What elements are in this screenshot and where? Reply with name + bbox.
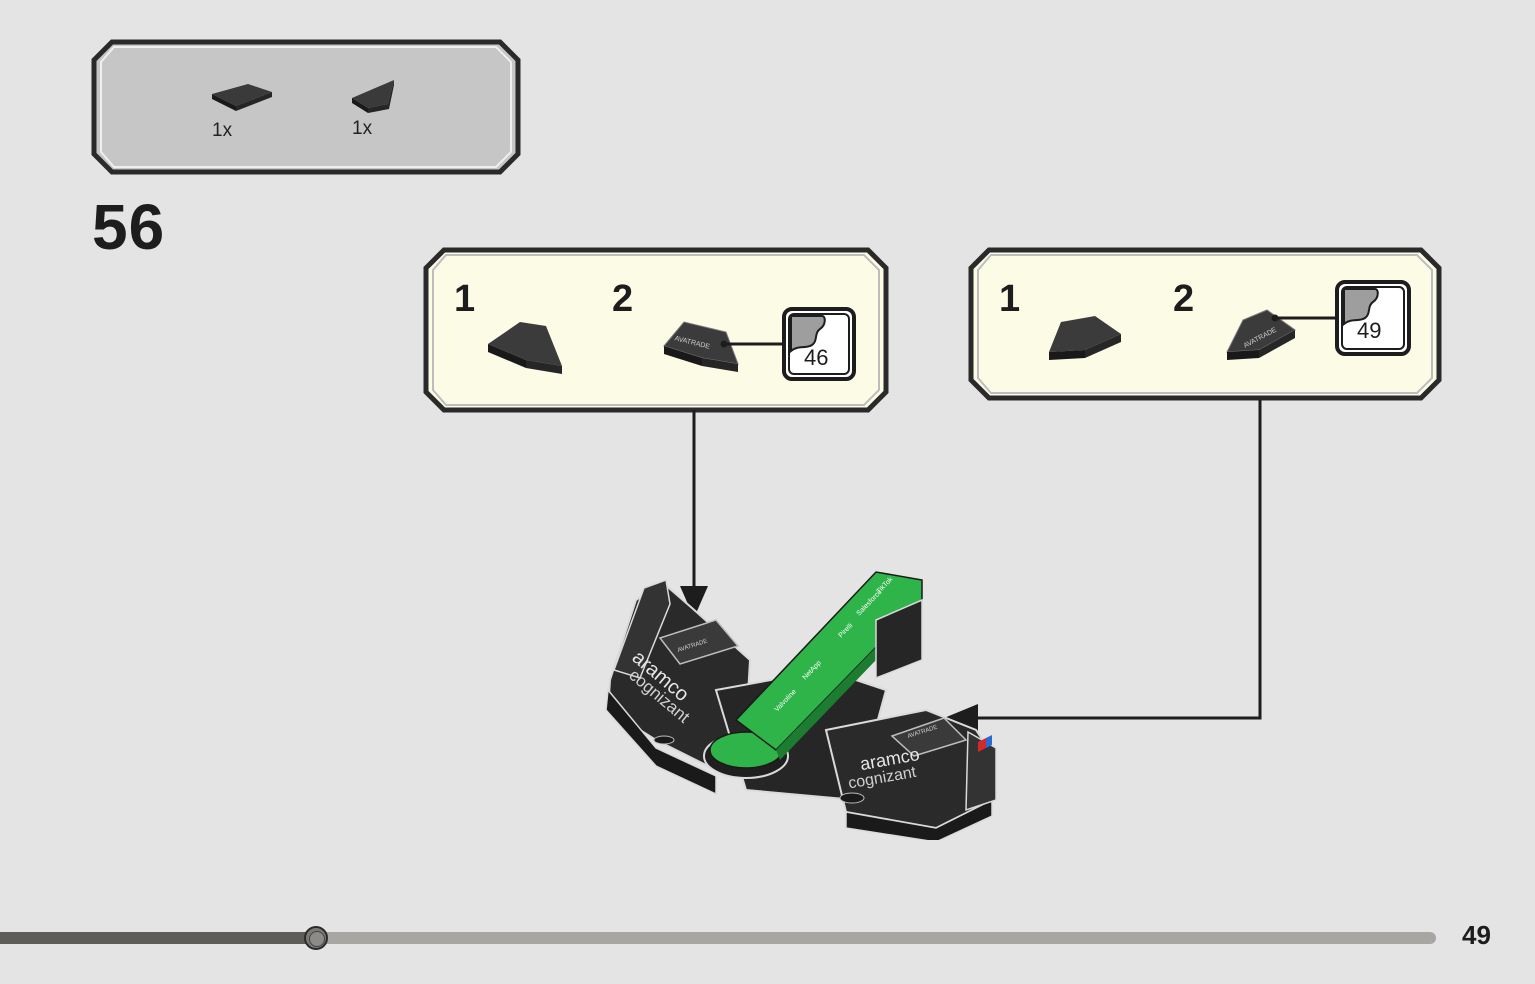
sticker-peel-icon bbox=[1343, 288, 1379, 327]
parts-list-panel: 1x 1x bbox=[90, 38, 522, 176]
sub-step-label: 2 bbox=[1173, 278, 1195, 320]
sub-step-label: 1 bbox=[999, 278, 1021, 320]
sticker-peel-icon bbox=[790, 315, 826, 354]
progress-fill bbox=[0, 932, 316, 944]
sub-step-label: 2 bbox=[612, 278, 634, 320]
stickered-tile-icon: AVATRADE bbox=[663, 321, 739, 372]
wedge-tile-icon bbox=[1049, 316, 1121, 360]
sub-step-label: 1 bbox=[454, 278, 476, 320]
front-wing-model: aramco cognizant aramco cognizant AVATRA… bbox=[596, 560, 1006, 840]
sticker-number: 46 bbox=[804, 345, 829, 370]
sticker-leader-line bbox=[720, 340, 786, 348]
stickered-wedge-icon: AVATRADE bbox=[1226, 309, 1296, 360]
sticker-leader-line bbox=[1271, 314, 1337, 322]
part-qty: 1x bbox=[212, 120, 233, 141]
callout-left: 1 2 AVATRADE 46 bbox=[422, 246, 890, 414]
arrow-right bbox=[972, 400, 1262, 720]
part-item-1: 1x bbox=[208, 78, 278, 148]
callout-right: 1 2 AVATRADE 49 bbox=[967, 246, 1443, 402]
part-qty: 1x bbox=[352, 118, 373, 139]
sticker-badge: 46 bbox=[782, 307, 856, 381]
progress-knob bbox=[304, 926, 328, 950]
progress-track bbox=[0, 932, 1436, 944]
sticker-number: 49 bbox=[1357, 318, 1382, 343]
tile-2x2-triangle-icon bbox=[212, 84, 272, 111]
wing-base bbox=[605, 571, 998, 840]
page-number: 49 bbox=[1462, 920, 1491, 950]
progress-bar bbox=[0, 926, 1436, 950]
sticker-badge: 49 bbox=[1335, 280, 1411, 356]
tile-2x2-triangle-icon bbox=[488, 322, 562, 374]
wedge-tile-icon bbox=[352, 80, 394, 113]
part-item-2: 1x bbox=[348, 74, 418, 144]
step-number: 56 bbox=[92, 191, 166, 263]
